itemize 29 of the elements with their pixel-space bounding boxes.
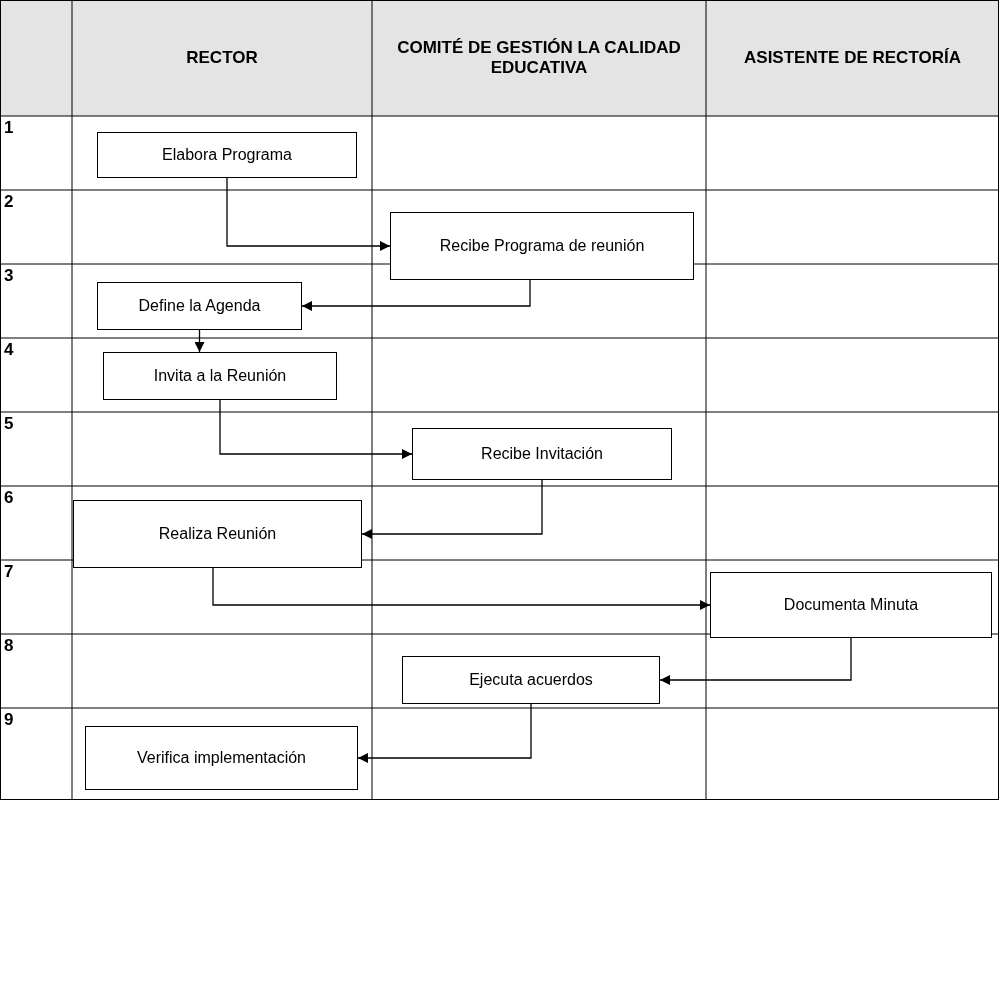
lane-header: RECTOR bbox=[186, 48, 258, 68]
row-number: 2 bbox=[4, 192, 14, 212]
lane-header: COMITÉ DE GESTIÓN LA CALIDAD EDUCATIVA bbox=[396, 38, 682, 78]
arrow bbox=[357, 703, 532, 763]
arrow bbox=[219, 399, 413, 459]
process-box: Elabora Programa bbox=[97, 132, 357, 178]
row-number: 4 bbox=[4, 340, 14, 360]
process-box: Recibe Invitación bbox=[412, 428, 672, 480]
process-box: Realiza Reunión bbox=[73, 500, 362, 568]
arrow bbox=[212, 567, 711, 610]
row-number: 5 bbox=[4, 414, 14, 434]
process-box: Ejecuta acuerdos bbox=[402, 656, 660, 704]
process-box: Define la Agenda bbox=[97, 282, 302, 330]
arrow bbox=[226, 177, 391, 251]
lane-header: ASISTENTE DE RECTORÍA bbox=[744, 48, 961, 68]
process-box: Documenta Minuta bbox=[710, 572, 992, 638]
arrow bbox=[659, 637, 852, 685]
arrow bbox=[301, 279, 531, 311]
row-number: 1 bbox=[4, 118, 14, 138]
row-number: 3 bbox=[4, 266, 14, 286]
row-number: 9 bbox=[4, 710, 14, 730]
row-number: 7 bbox=[4, 562, 14, 582]
process-box: Recibe Programa de reunión bbox=[390, 212, 694, 280]
row-number: 6 bbox=[4, 488, 14, 508]
row-number: 8 bbox=[4, 636, 14, 656]
process-box: Invita a la Reunión bbox=[103, 352, 337, 400]
process-box: Verifica implementación bbox=[85, 726, 358, 790]
arrow bbox=[361, 479, 543, 539]
arrow bbox=[194, 329, 205, 353]
